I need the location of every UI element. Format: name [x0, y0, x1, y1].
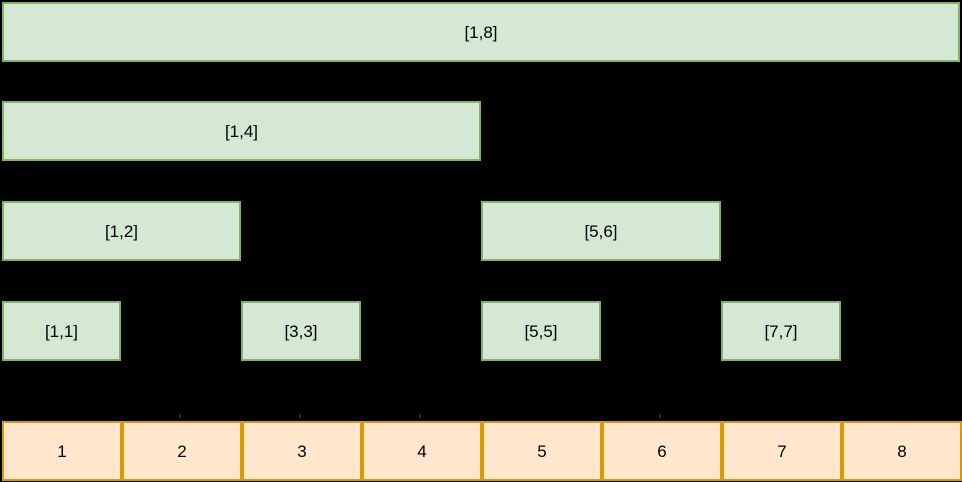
array-cell: 1 — [2, 421, 122, 481]
connector-tick — [659, 414, 661, 418]
connector-tick — [179, 414, 181, 418]
array-cell: 2 — [122, 421, 242, 481]
array-cell: 8 — [842, 421, 962, 481]
array-cell: 3 — [242, 421, 362, 481]
tree-node: [1,4] — [2, 101, 481, 161]
tree-node: [7,7] — [721, 301, 841, 361]
tree-node: [3,3] — [241, 301, 361, 361]
array-cell: 5 — [482, 421, 602, 481]
connector-tick — [419, 414, 421, 418]
tree-node: [5,5] — [481, 301, 601, 361]
tree-node: [5,6] — [481, 201, 721, 261]
tree-node: [1,8] — [2, 2, 960, 62]
tree-node: [1,1] — [2, 301, 121, 361]
array-cell: 4 — [362, 421, 482, 481]
array-cell: 6 — [602, 421, 722, 481]
tree-node: [1,2] — [2, 201, 241, 261]
array-cell: 7 — [722, 421, 842, 481]
connector-tick — [299, 414, 301, 418]
